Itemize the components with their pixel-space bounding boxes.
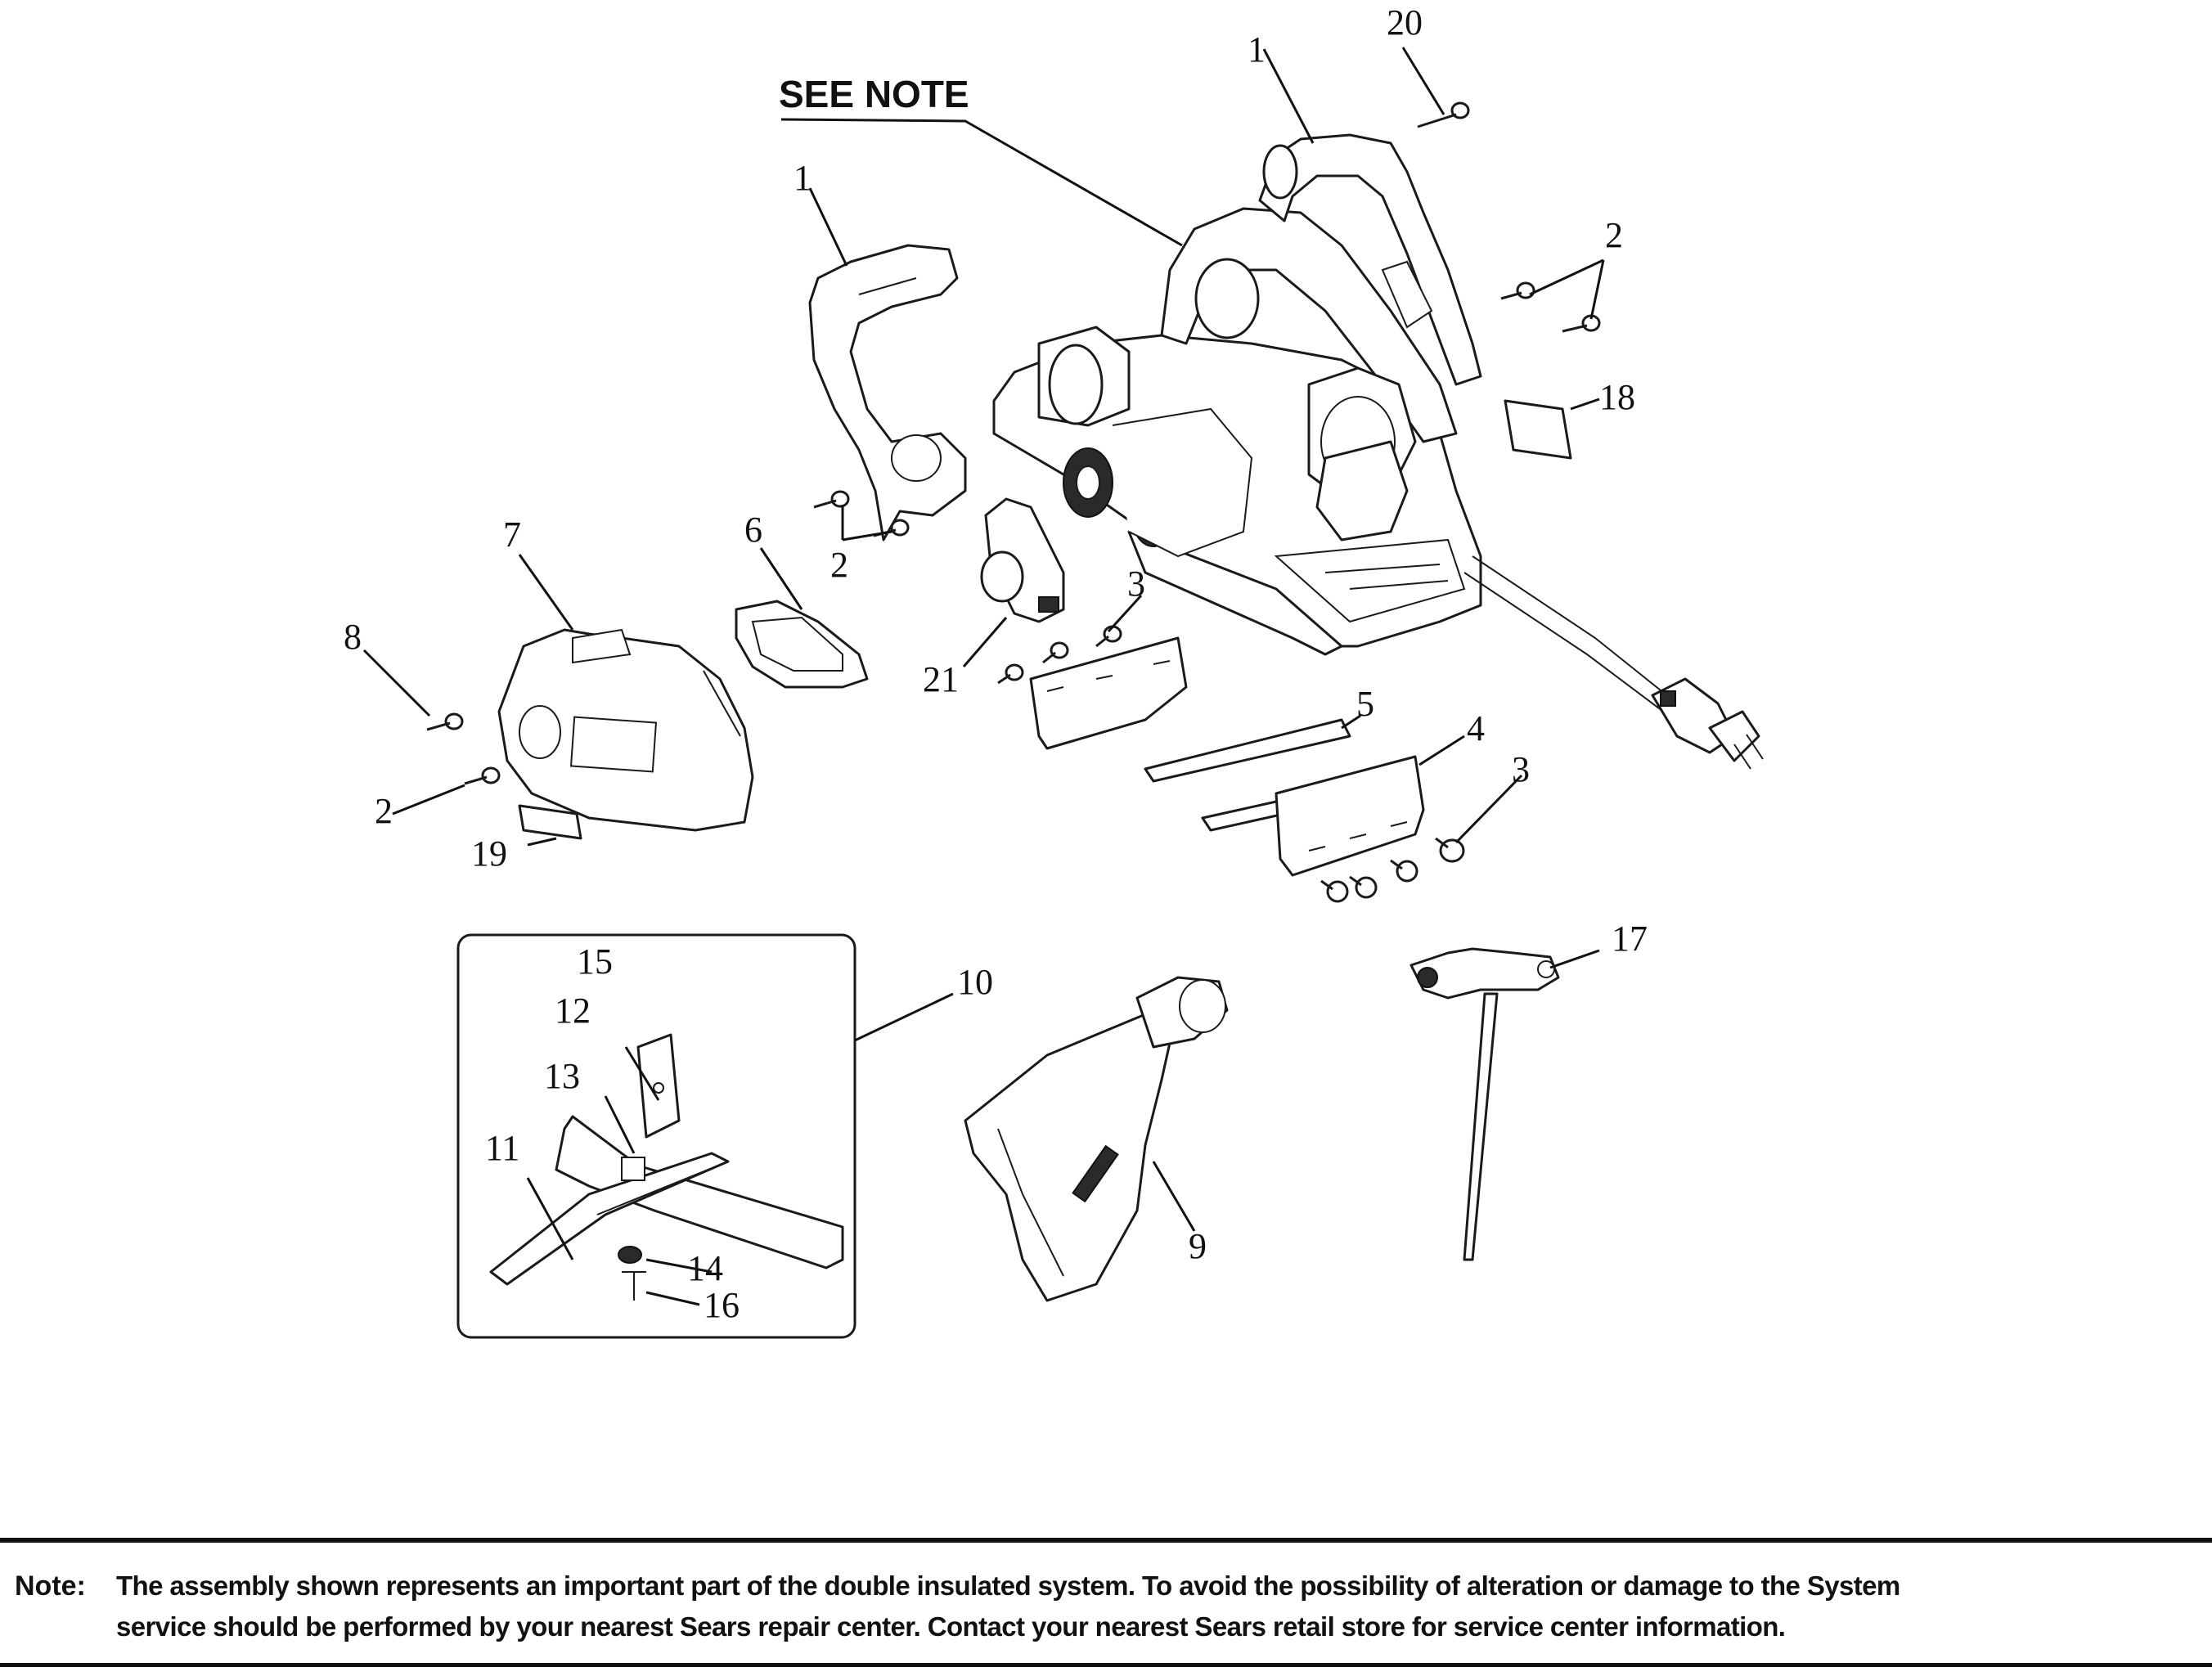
screw-3-e (1390, 859, 1418, 883)
callout-20: 20 (1387, 2, 1423, 43)
see-note-label: SEE NOTE (779, 73, 969, 115)
callout-18: 18 (1599, 377, 1635, 417)
callout-5: 5 (1356, 684, 1374, 724)
callout-16: 16 (704, 1285, 740, 1325)
callout-4: 4 (1467, 708, 1485, 748)
screw-2-mid-a (813, 490, 850, 509)
callout-9: 9 (1189, 1226, 1207, 1266)
callout-17: 17 (1612, 919, 1648, 959)
callout-11: 11 (485, 1128, 519, 1168)
callout-2-mid: 2 (830, 545, 848, 585)
label-18 (1504, 399, 1572, 460)
callout-15: 15 (577, 941, 613, 982)
exploded-parts-diagram: SEE NOTE 20 1 1 2 18 2 6 7 8 2 19 21 3 5… (344, 2, 1764, 1339)
callout-13: 13 (544, 1056, 580, 1096)
screw-8 (426, 712, 464, 731)
dust-bag (964, 976, 1229, 1302)
screw-2-lower (1562, 314, 1601, 333)
callout-10: 10 (957, 962, 993, 1002)
blade (1144, 718, 1351, 783)
label-19 (518, 804, 582, 840)
rip-fence-inset (456, 933, 856, 1339)
callout-labels: SEE NOTE 20 1 1 2 18 2 6 7 8 2 19 21 3 5… (344, 2, 1648, 1325)
callout-19: 19 (471, 834, 507, 874)
screw-3-a (1095, 625, 1122, 648)
callout-7: 7 (503, 514, 521, 555)
front-handle (808, 244, 967, 541)
note-label: Note: (15, 1570, 86, 1602)
callout-2-left: 2 (375, 791, 393, 831)
pulley-bracket (980, 497, 1065, 623)
blade-holder-lower (1275, 755, 1425, 877)
screw-20 (1417, 101, 1470, 128)
hex-key (1409, 947, 1560, 1261)
screw-3-d (1435, 837, 1465, 863)
blade-lower (1201, 800, 1286, 832)
callout-14: 14 (687, 1248, 723, 1288)
blade-holder-upper (1029, 636, 1188, 750)
callout-1-left: 1 (794, 158, 812, 198)
callout-3-lower: 3 (1512, 749, 1530, 789)
planer-body (992, 133, 1764, 770)
callout-1-top: 1 (1248, 29, 1266, 70)
belt-cover (497, 628, 754, 832)
screw-2-left (464, 766, 501, 785)
note-text-line-1: The assembly shown represents an importa… (116, 1570, 1900, 1601)
note-text-line-2: service should be performed by your near… (116, 1611, 1786, 1642)
screw-3-f (1349, 875, 1378, 899)
callout-3-upper: 3 (1127, 564, 1145, 604)
screw-3-c (997, 663, 1024, 685)
leader-lines (362, 47, 1605, 1306)
double-insulation-note: Note: The assembly shown represents an i… (0, 1538, 2212, 1667)
screw-3-b (1042, 641, 1069, 664)
callout-12: 12 (555, 991, 591, 1031)
callout-6: 6 (744, 510, 762, 550)
screw-3-g (1320, 879, 1349, 903)
plug (1651, 677, 1764, 770)
screw-2-upper (1500, 281, 1535, 300)
callout-21: 21 (923, 659, 959, 699)
callout-2-right: 2 (1605, 215, 1623, 255)
callout-8: 8 (344, 617, 362, 657)
